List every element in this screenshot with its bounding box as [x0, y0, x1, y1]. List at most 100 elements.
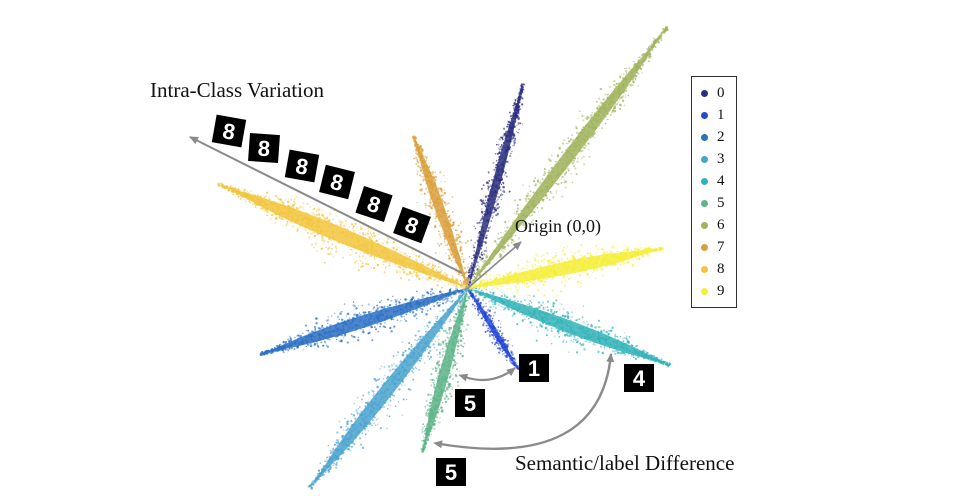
cluster-point	[401, 365, 404, 368]
cluster-point	[376, 378, 379, 381]
cluster-point	[423, 429, 426, 432]
cluster-point	[619, 107, 622, 111]
cluster-point	[477, 252, 480, 255]
cluster-point	[372, 419, 374, 422]
cluster-point	[474, 241, 476, 244]
cluster-point	[394, 382, 397, 385]
cluster-point	[509, 232, 511, 234]
cluster-point	[538, 181, 542, 184]
cluster-point	[442, 368, 445, 370]
cluster-point	[489, 325, 491, 328]
cluster-point	[436, 315, 439, 318]
cluster-point	[426, 303, 429, 306]
cluster-point	[448, 288, 452, 292]
cluster-point	[499, 189, 502, 191]
cluster-point	[365, 401, 368, 404]
cluster-point	[507, 134, 510, 137]
cluster-point	[509, 114, 513, 118]
cluster-point	[597, 319, 601, 322]
cluster-point	[279, 345, 281, 347]
cluster-point	[518, 304, 521, 307]
cluster-point	[368, 393, 370, 396]
cluster-point	[482, 314, 484, 316]
cluster-point	[472, 259, 475, 261]
cluster-point	[611, 350, 614, 353]
cluster-point	[491, 188, 493, 190]
cluster-point	[559, 321, 561, 324]
cluster-point	[459, 333, 462, 335]
cluster-point	[486, 293, 489, 296]
cluster-point	[612, 340, 615, 343]
cluster-point	[383, 406, 385, 408]
cluster-point	[423, 325, 425, 328]
cluster-point	[463, 309, 467, 312]
cluster-point	[535, 326, 538, 329]
cluster-point	[433, 418, 436, 420]
cluster-point	[329, 327, 331, 330]
cluster-point	[497, 171, 500, 174]
cluster-point	[300, 343, 303, 346]
cluster-point	[285, 346, 287, 348]
cluster-point	[425, 330, 427, 333]
cluster-point	[648, 355, 651, 358]
cluster-point	[513, 240, 515, 243]
cluster-point	[441, 359, 444, 362]
cluster-point	[390, 364, 394, 367]
cluster-point	[506, 139, 510, 143]
cluster-point	[387, 407, 389, 410]
cluster-point	[568, 331, 571, 333]
cluster-point	[480, 293, 483, 297]
cluster-point	[411, 367, 414, 370]
cluster-point	[449, 341, 452, 343]
cluster-point	[615, 345, 618, 348]
cluster-point	[417, 301, 420, 303]
cluster-point	[293, 348, 296, 351]
cluster-point	[574, 167, 577, 170]
cluster-point	[627, 341, 631, 344]
cluster-point	[628, 80, 631, 83]
cluster-point	[607, 342, 609, 344]
cluster-point	[349, 428, 352, 430]
cluster-point	[571, 331, 574, 334]
cluster-point	[484, 220, 487, 222]
cluster-point	[569, 325, 571, 327]
cluster-point	[615, 82, 618, 85]
cluster-point	[301, 343, 304, 345]
cluster-point	[376, 385, 380, 389]
cluster-point	[427, 330, 430, 333]
cluster-point	[488, 334, 492, 338]
cluster-point	[613, 342, 615, 344]
cluster-point	[370, 314, 373, 318]
cluster-point	[384, 401, 387, 404]
cluster-point	[329, 449, 332, 453]
cluster-point	[569, 145, 572, 148]
cluster-point	[426, 435, 428, 437]
cluster-point	[511, 127, 514, 130]
cluster-point	[501, 332, 504, 335]
cluster-point	[337, 329, 340, 332]
cluster-point	[370, 410, 372, 413]
cluster-point	[581, 157, 583, 159]
cluster-point	[514, 105, 518, 109]
cluster-point	[311, 480, 314, 483]
cluster-point	[422, 300, 425, 303]
cluster-point	[352, 436, 355, 438]
cluster-point	[410, 310, 412, 313]
cluster-point	[425, 304, 428, 307]
cluster-point	[380, 317, 383, 319]
cluster-point	[476, 239, 480, 242]
cluster-point	[477, 243, 480, 247]
cluster-point	[452, 325, 455, 329]
cluster-point	[667, 364, 670, 367]
cluster-point	[424, 436, 427, 439]
cluster-point	[650, 358, 652, 361]
cluster-point	[417, 338, 420, 341]
cluster-point	[372, 411, 375, 414]
cluster-point	[550, 177, 553, 180]
cluster-point	[413, 353, 416, 356]
cluster-point	[392, 318, 395, 321]
cluster-point	[288, 335, 291, 338]
cluster-point	[464, 288, 467, 291]
cluster-point	[449, 336, 452, 338]
cluster-point	[433, 346, 436, 349]
